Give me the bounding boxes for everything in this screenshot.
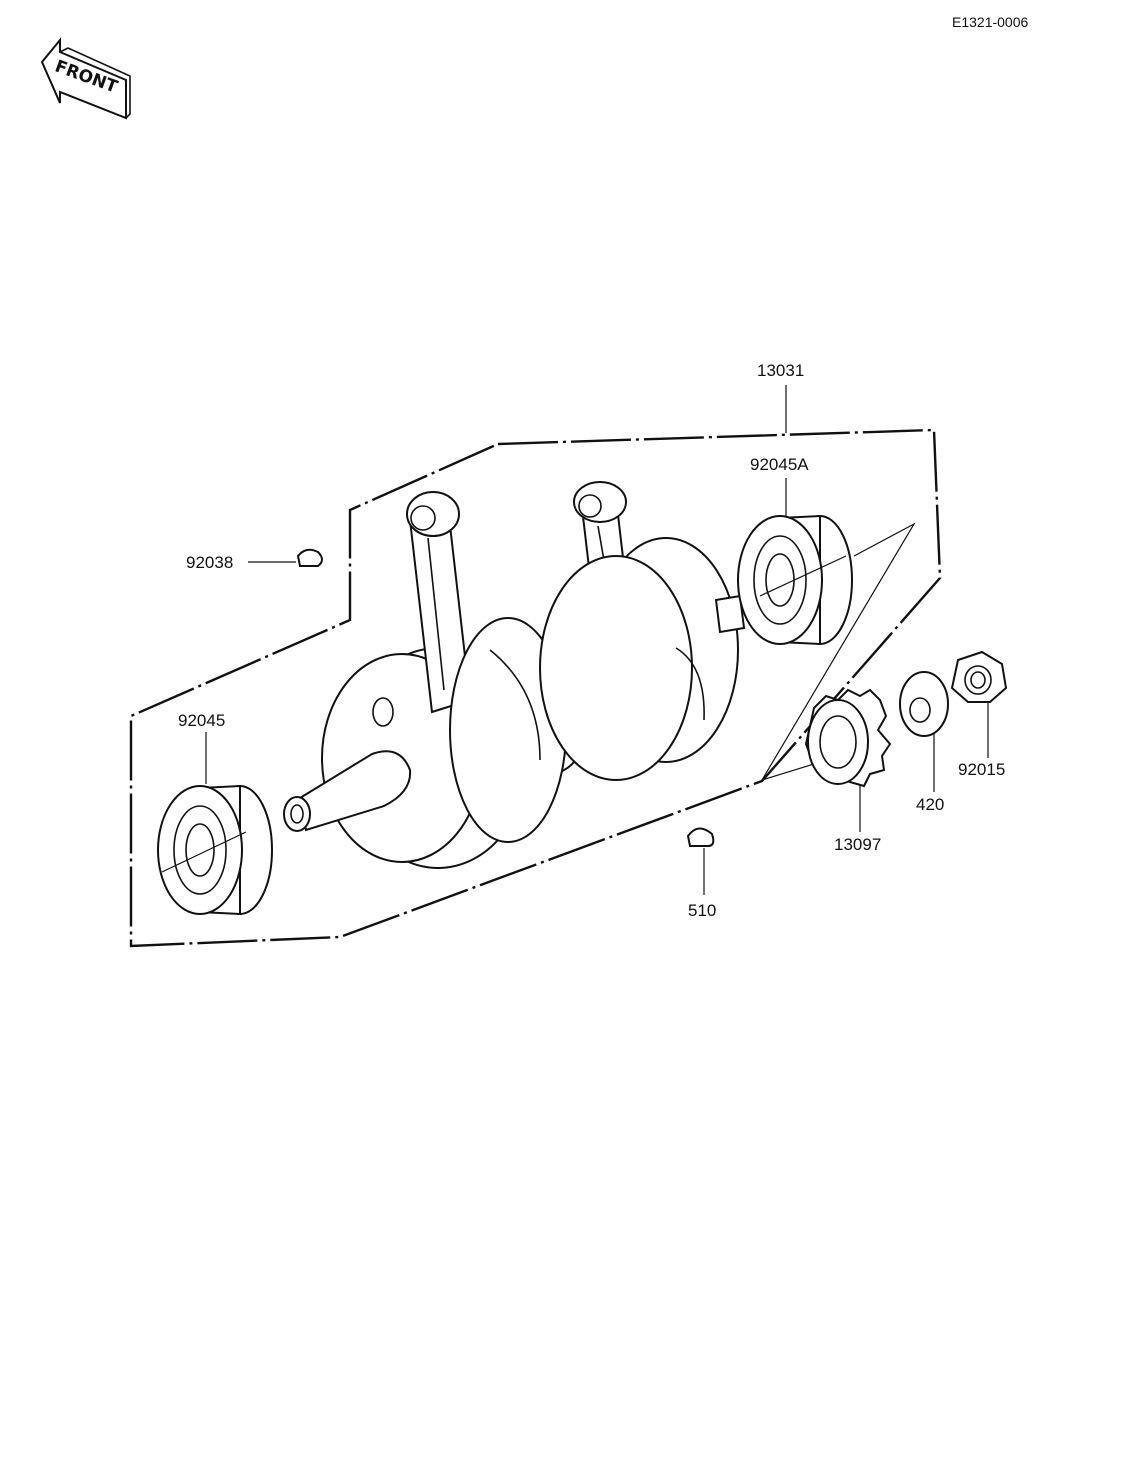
woodruff-key-510 bbox=[686, 827, 715, 847]
label-92015: 92015 bbox=[958, 760, 1005, 779]
connecting-rod-left bbox=[406, 491, 472, 714]
nut-92015 bbox=[950, 650, 1008, 703]
label-420: 420 bbox=[916, 795, 944, 814]
right-flywheel bbox=[539, 537, 746, 781]
leader-lines bbox=[205, 385, 989, 895]
label-13097: 13097 bbox=[834, 835, 881, 854]
label-13031: 13031 bbox=[757, 361, 804, 380]
bearing-right bbox=[737, 514, 853, 646]
gear-13097 bbox=[804, 688, 892, 788]
diagram-reference: E1321-0006 bbox=[952, 14, 1029, 30]
label-510: 510 bbox=[688, 901, 716, 920]
woodruff-key-92038 bbox=[296, 548, 323, 567]
label-92045A: 92045A bbox=[750, 455, 809, 474]
bearing-left bbox=[157, 784, 273, 916]
label-92045: 92045 bbox=[178, 711, 225, 730]
crankshaft-assembly-outline bbox=[129, 428, 942, 948]
label-92038: 92038 bbox=[186, 553, 233, 572]
front-arrow-icon: FRONT bbox=[40, 37, 131, 120]
gear-group-bracket bbox=[760, 522, 916, 782]
washer-420 bbox=[899, 671, 949, 737]
